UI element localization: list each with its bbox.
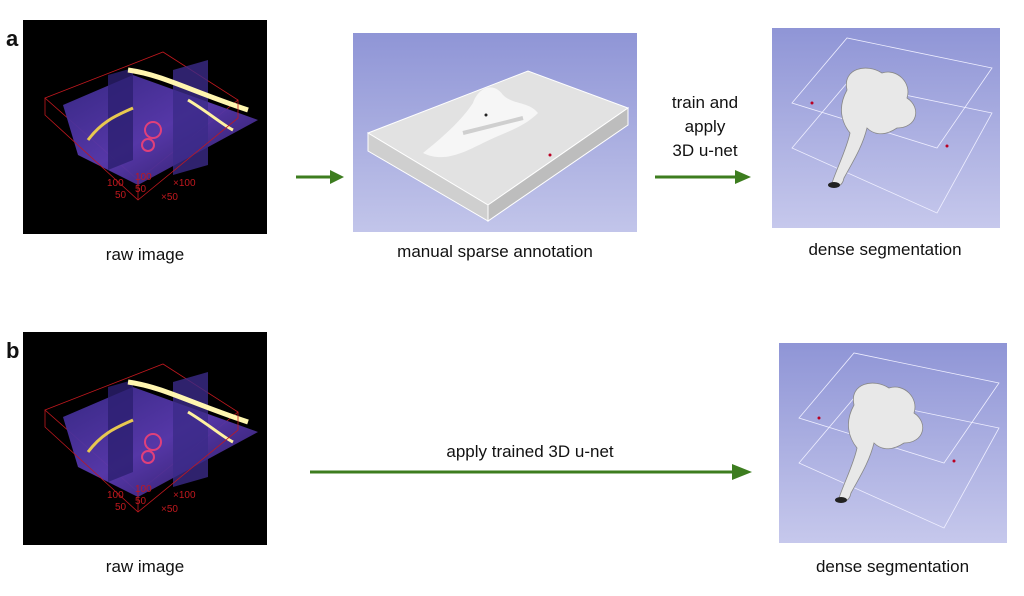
sparse-annotation-render bbox=[353, 33, 637, 232]
train-apply-label: train and apply 3D u-net bbox=[650, 91, 760, 163]
apply-trained-label: apply trained 3D u-net bbox=[446, 442, 614, 461]
raw-image-caption-b: raw image bbox=[105, 557, 185, 576]
axis-tick: 100 bbox=[107, 490, 124, 501]
dense-seg-caption-a: dense segmentation bbox=[808, 240, 962, 259]
arrow-text-line: apply bbox=[684, 117, 726, 136]
raw-image-a: 100 50 100 50 ×100 ×50 bbox=[23, 20, 267, 234]
dense-segmentation-render-a bbox=[772, 28, 1000, 228]
panel-label-a: a bbox=[6, 26, 19, 51]
dense-seg-caption-b: dense segmentation bbox=[815, 557, 970, 576]
raw-image-b: 100 50 100 50 ×100 ×50 bbox=[23, 332, 267, 545]
axis-tick: 100 bbox=[107, 178, 124, 189]
arrow-text-line: train and bbox=[671, 93, 739, 112]
axis-tick: 100 bbox=[135, 484, 152, 495]
axis-tick: ×100 bbox=[173, 490, 196, 501]
annotation-caption: manual sparse annotation bbox=[397, 242, 593, 261]
arrow-a1 bbox=[296, 170, 344, 184]
dense-segmentation-render-b bbox=[779, 343, 1007, 546]
axis-tick: 50 bbox=[115, 502, 127, 513]
axis-tick: 100 bbox=[135, 172, 152, 183]
arrow-a2 bbox=[655, 170, 751, 184]
axis-tick: 50 bbox=[135, 496, 147, 507]
arrow-text-line: 3D u-net bbox=[672, 141, 738, 160]
axis-tick: 50 bbox=[115, 190, 127, 201]
axis-tick: ×100 bbox=[173, 178, 196, 189]
arrow-b bbox=[310, 464, 752, 480]
raw-image-caption-a: raw image bbox=[105, 245, 185, 264]
axis-tick: 50 bbox=[135, 184, 147, 195]
panel-label-b: b bbox=[6, 338, 20, 363]
axis-tick: ×50 bbox=[161, 192, 178, 203]
axis-tick: ×50 bbox=[161, 504, 178, 515]
